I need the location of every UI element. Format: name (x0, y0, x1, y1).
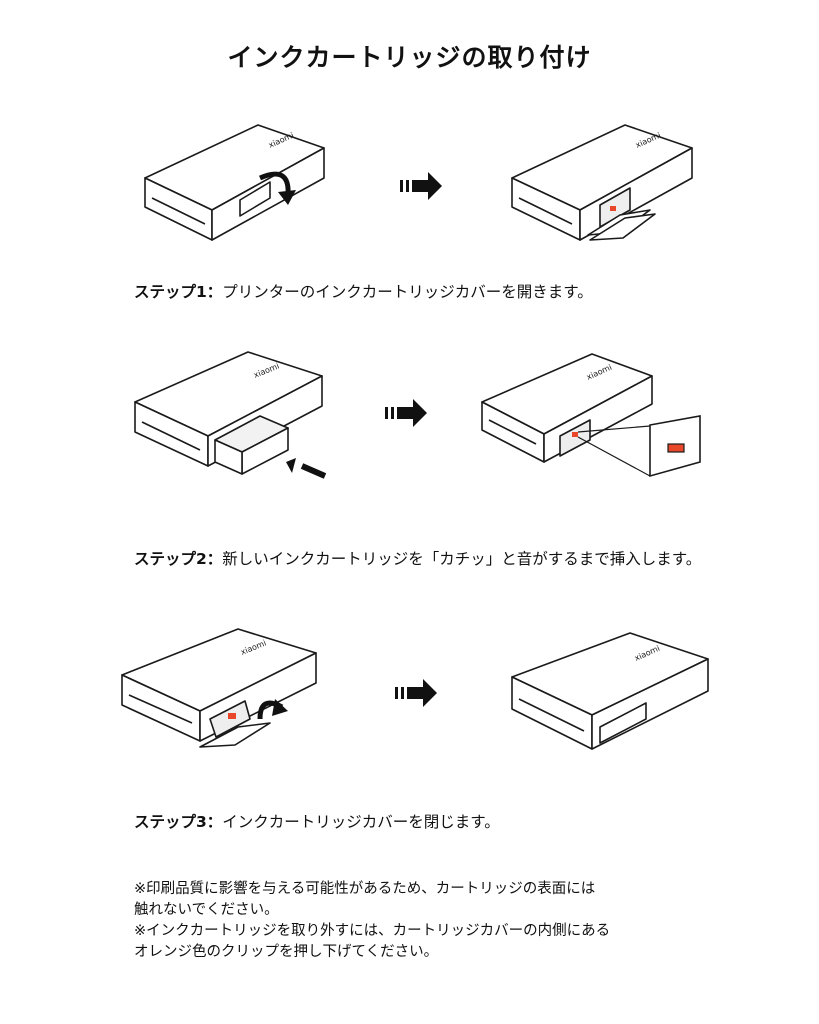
note-line: ※印刷品質に影響を与える可能性があるため、カートリッジの表面には (134, 881, 596, 897)
insert-arrow-icon (286, 458, 327, 479)
step1-text: プリンターのインクカートリッジカバーを開きます。 (222, 283, 593, 301)
step1-illustration: xiaomi xiaomi (144, 124, 693, 241)
cartridge-clip (572, 432, 578, 437)
notes: ※印刷品質に影響を与える可能性があるため、カートリッジの表面には 触れないでくだ… (134, 879, 610, 963)
step1-label: ステップ1： (134, 283, 223, 301)
curved-arrow-icon (257, 699, 288, 720)
printer-inserting (134, 351, 323, 475)
step2-caption: ステップ2：新しいインクカートリッジを「カチッ」と音がするまで挿入します。 (134, 547, 701, 569)
step3-label: ステップ3： (134, 813, 223, 831)
printer-closing (121, 628, 317, 748)
step2-illustration: xiaomi xiaomi (134, 351, 701, 479)
printer-cover-open (511, 124, 693, 241)
note-line: 触れないでください。 (134, 902, 279, 918)
printer-closed-final (511, 632, 709, 750)
step2-text: 新しいインクカートリッジを「カチッ」と音がするまで挿入します。 (222, 550, 702, 568)
right-arrow-icon (400, 172, 442, 200)
curved-arrow-icon (259, 171, 296, 205)
cartridge-clip (228, 713, 236, 719)
cartridge-clip (610, 206, 616, 211)
right-arrow-icon (385, 399, 427, 427)
note-line: オレンジ色のクリップを押し下げてください。 (134, 944, 439, 960)
printer-inserted (481, 353, 653, 463)
step1-caption: ステップ1：プリンターのインクカートリッジカバーを開きます。 (134, 280, 593, 302)
right-arrow-icon (395, 679, 437, 707)
step3-illustration: xiaomi xiaomi (121, 628, 709, 750)
note-line: ※インクカートリッジを取り外すには、カートリッジカバーの内側にある (134, 923, 611, 939)
zoom-callout (577, 415, 701, 478)
step2-label: ステップ2： (134, 550, 223, 568)
printer-closed (144, 124, 325, 241)
page-title: インクカートリッジの取り付け (227, 43, 592, 72)
step3-caption: ステップ3：インクカートリッジカバーを閉じます。 (134, 810, 500, 832)
step3-text: インクカートリッジカバーを閉じます。 (222, 813, 500, 831)
